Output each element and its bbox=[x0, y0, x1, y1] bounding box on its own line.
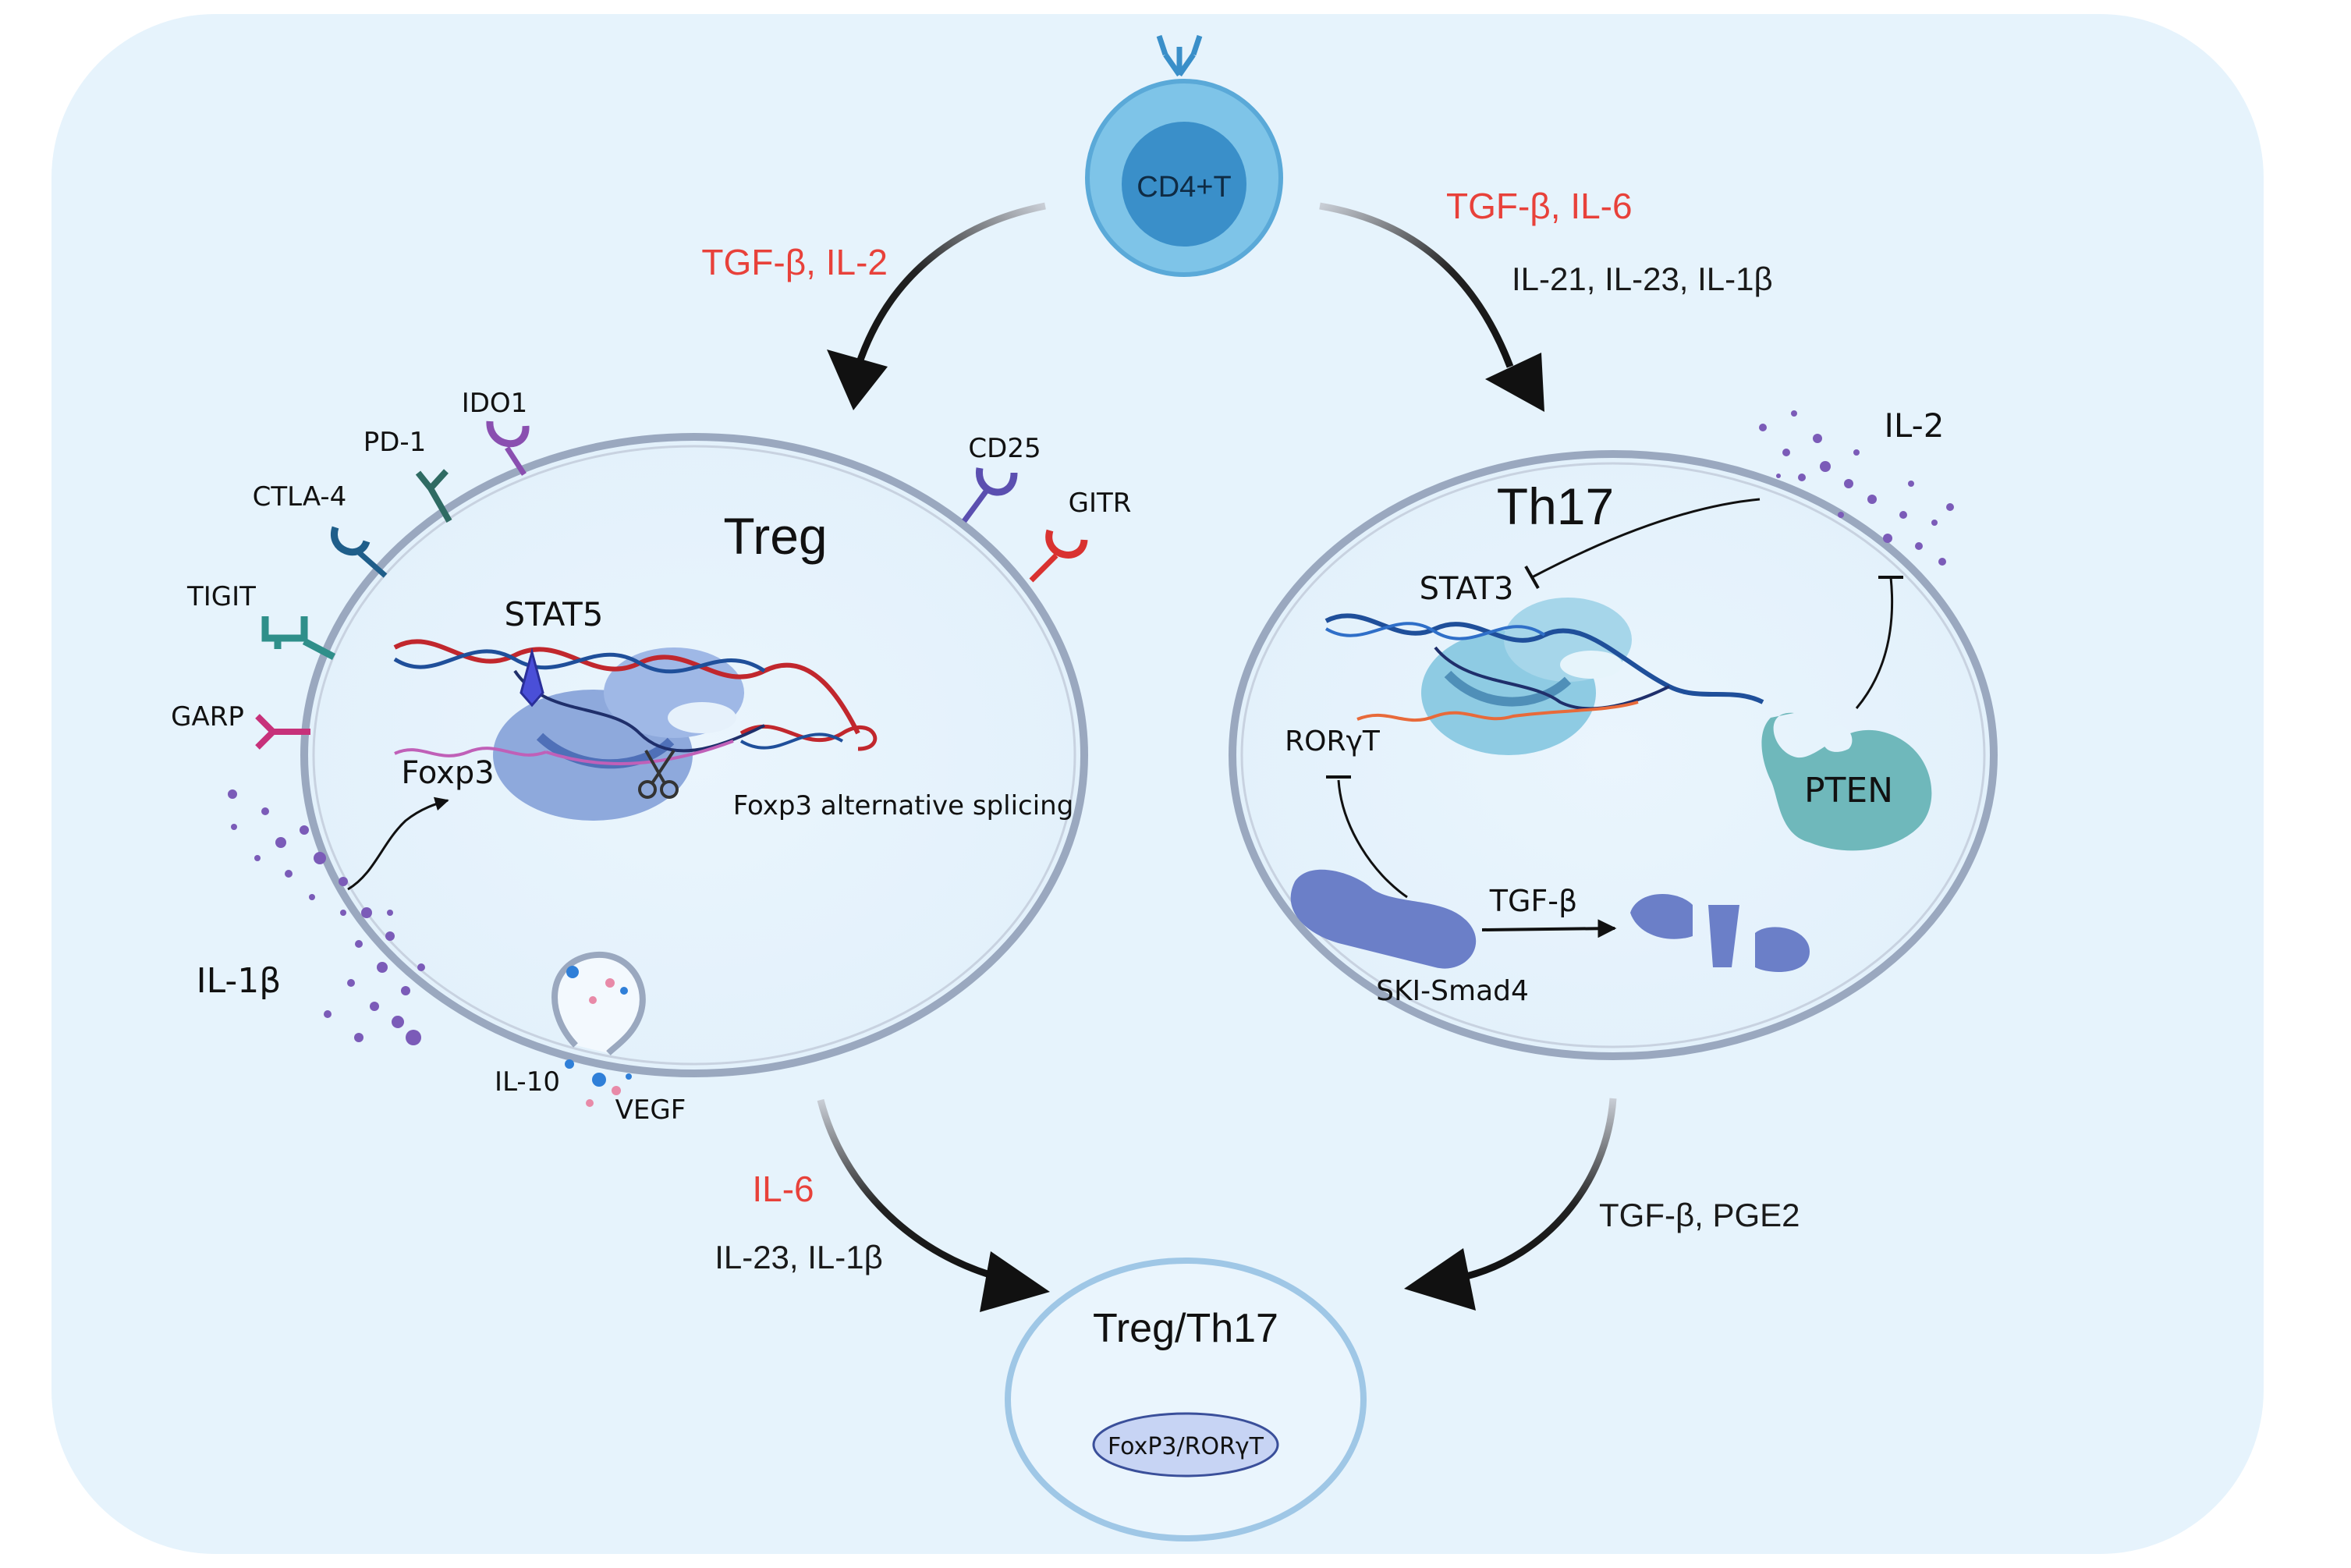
cd25-receptor-icon bbox=[962, 467, 1018, 523]
ctla4-label: CTLA-4 bbox=[253, 481, 347, 513]
tgfb-degradation-arrow bbox=[1481, 919, 1617, 938]
arrowhead-treg bbox=[827, 349, 888, 410]
arrowhead-th17 bbox=[1485, 353, 1544, 412]
gitr-label: GITR bbox=[1069, 488, 1132, 519]
degraded-fragments-icon bbox=[1630, 894, 1810, 972]
foxp3-label: Foxp3 bbox=[401, 755, 494, 791]
scissors-icon bbox=[638, 749, 679, 799]
il2-label: IL-2 bbox=[1885, 406, 1945, 445]
antibody-icon bbox=[1163, 47, 1196, 76]
secreted-particles-icon bbox=[565, 1059, 632, 1107]
stat5-label: STAT5 bbox=[505, 595, 604, 633]
il1b-to-foxp3-arrow bbox=[347, 796, 449, 891]
cd4-label: CD4+T bbox=[1136, 171, 1231, 204]
th17-cell: Th17 STAT3 IL-2 RORγT bbox=[1229, 406, 1998, 1060]
th17-ribosome-icon bbox=[1421, 598, 1632, 755]
foxp3-rorgt-label: FoxP3/RORγT bbox=[1108, 1433, 1264, 1460]
label-il21-il23-il1b: IL-21, IL-23, IL-1β bbox=[1512, 261, 1773, 297]
pten-label: PTEN bbox=[1804, 771, 1893, 811]
arrowhead-treg-mix bbox=[980, 1251, 1050, 1312]
tigit-receptor-icon bbox=[261, 616, 336, 660]
il2-inhibit-stat3-line bbox=[1531, 498, 1761, 579]
cd25-label: CD25 bbox=[968, 433, 1041, 464]
smad-inhibit-rorgt-line bbox=[1337, 779, 1408, 899]
vegf-label: VEGF bbox=[615, 1094, 686, 1126]
arrowhead-th17-mix bbox=[1404, 1248, 1476, 1311]
arrow-th17-to-mix bbox=[1465, 1098, 1617, 1280]
pten-icon bbox=[1761, 712, 1932, 851]
label-il23-il1b: IL-23, IL-1β bbox=[715, 1239, 883, 1275]
stat5-diamond-icon bbox=[519, 647, 544, 708]
stat3-label: STAT3 bbox=[1420, 571, 1514, 607]
ski-smad4-icon bbox=[1290, 869, 1477, 969]
arrow-cd4-to-th17 bbox=[1319, 202, 1514, 368]
ski-smad4-label: SKI-Smad4 bbox=[1376, 975, 1529, 1007]
ido1-label: IDO1 bbox=[462, 388, 528, 419]
arrow-treg-to-mix bbox=[817, 1098, 1008, 1283]
garp-receptor-icon bbox=[255, 714, 310, 750]
splicing-label: Foxp3 alternative splicing bbox=[733, 790, 1074, 821]
gitr-receptor-icon bbox=[1029, 529, 1088, 583]
vesicle-icon bbox=[551, 952, 646, 1055]
il10-label: IL-10 bbox=[495, 1066, 560, 1098]
label-il6: IL-6 bbox=[752, 1169, 814, 1209]
treg-title: Treg bbox=[723, 507, 827, 565]
pd1-label: PD-1 bbox=[363, 427, 427, 458]
label-tgfb-pge2: TGF-β, PGE2 bbox=[1599, 1197, 1800, 1233]
il2-particles-icon bbox=[1759, 410, 1954, 566]
label-tgfb-il2: TGF-β, IL-2 bbox=[701, 242, 888, 282]
rorgt-label: RORγT bbox=[1285, 725, 1381, 757]
il1b-particles-icon bbox=[228, 789, 425, 1045]
tgfb-label-th17: TGF-β bbox=[1489, 884, 1577, 918]
th17-title: Th17 bbox=[1497, 477, 1614, 535]
pten-inhibit-il2-line bbox=[1855, 576, 1894, 709]
arrow-cd4-to-treg bbox=[854, 202, 1046, 368]
il1b-label: IL-1β bbox=[197, 961, 282, 1001]
label-tgfb-il6: TGF-β, IL-6 bbox=[1446, 186, 1633, 226]
garp-label: GARP bbox=[171, 701, 244, 733]
tigit-label: TIGIT bbox=[186, 581, 256, 612]
pd1-receptor-icon bbox=[415, 469, 452, 523]
ctla4-receptor-icon bbox=[331, 526, 388, 578]
treg-dna-icon bbox=[393, 639, 878, 765]
treg-cell: Treg IDO1 PD-1 CTLA-4 TIGIT GARP CD25 bbox=[171, 388, 1131, 1126]
background-panel bbox=[51, 14, 2264, 1554]
treg-th17-cell: Treg/Th17 FoxP3/RORγT bbox=[1005, 1258, 1367, 1541]
ido1-receptor-icon bbox=[486, 420, 530, 476]
th17-dna-icon bbox=[1324, 613, 1764, 722]
cd4-t-cell: CD4+T bbox=[1085, 34, 1283, 277]
treg-th17-title: Treg/Th17 bbox=[1093, 1306, 1278, 1351]
